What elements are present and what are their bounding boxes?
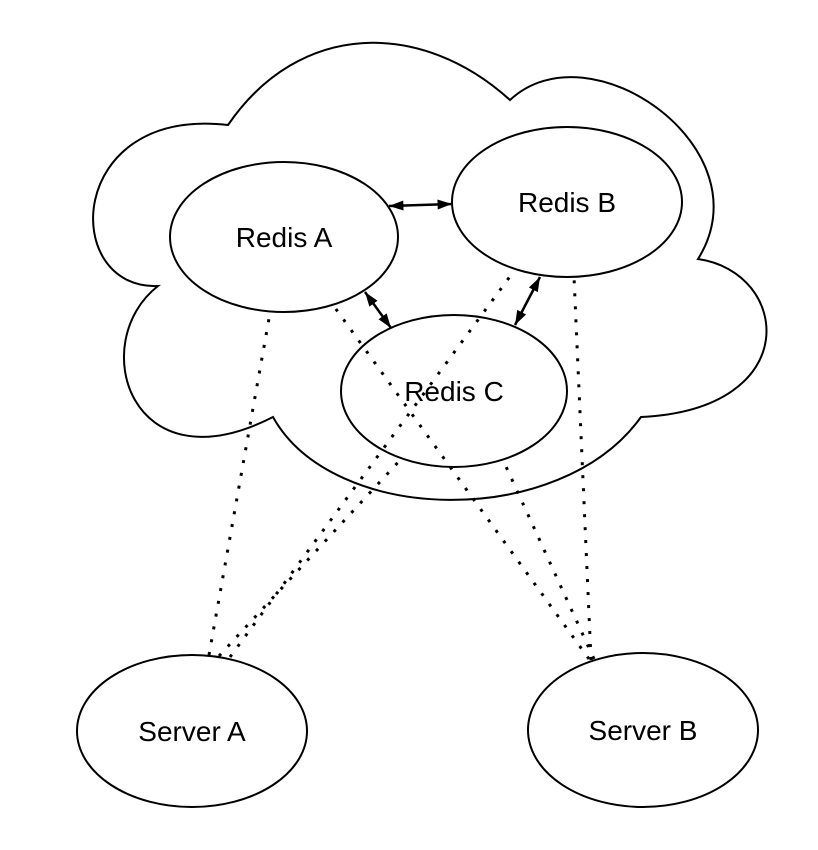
edge-server-b-redis-c-dotted	[501, 459, 596, 660]
node-redis-b	[451, 126, 683, 278]
edge-redis-b-redis-c-arrow	[513, 276, 542, 326]
node-redis-a	[169, 161, 399, 313]
node-redis-b-label: Redis B	[518, 187, 616, 218]
node-redis-c	[340, 314, 568, 468]
edge-server-b-redis-a-dotted	[331, 304, 591, 660]
solid-edges-layer	[363, 199, 542, 329]
nodes-layer: Redis A Redis B Redis C Server A Server B	[76, 126, 759, 808]
edge-redis-a-redis-b-arrow	[388, 199, 453, 211]
node-server-a	[76, 654, 308, 808]
node-redis-a-label: Redis A	[236, 222, 333, 253]
node-server-b-label: Server B	[589, 715, 698, 746]
edge-redis-a-redis-c-arrow	[363, 291, 393, 329]
node-server-b	[527, 652, 759, 808]
edge-server-a-redis-b-dotted	[228, 270, 516, 658]
dotted-edges-layer	[207, 270, 596, 661]
node-server-a-label: Server A	[138, 716, 246, 747]
node-redis-c-label: Redis C	[404, 376, 504, 407]
